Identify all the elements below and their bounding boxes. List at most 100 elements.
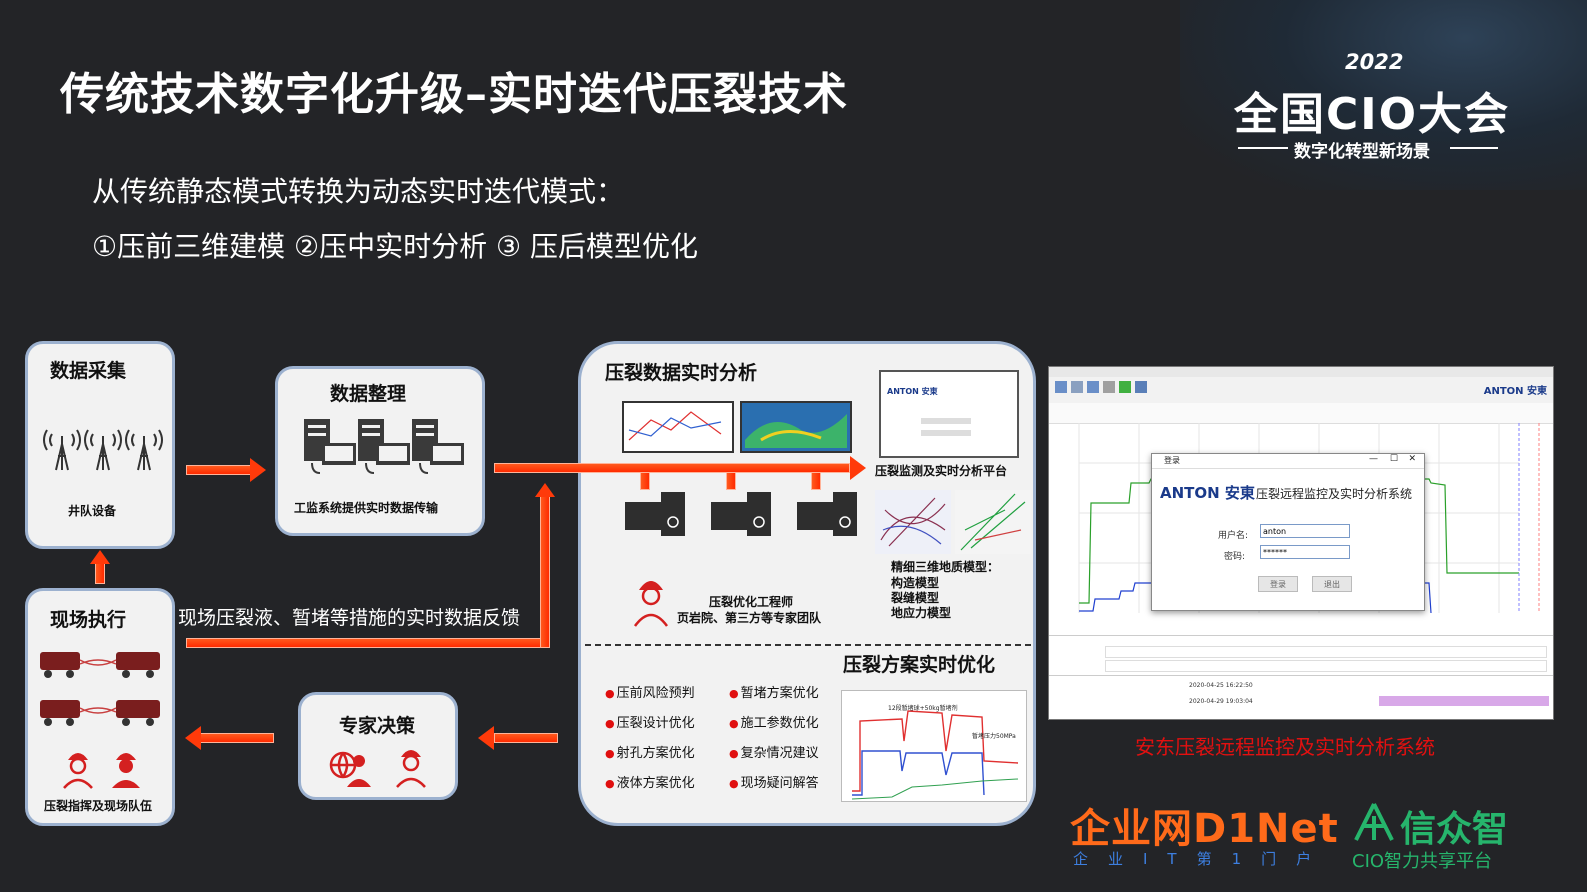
login-brand: ANTON 安東	[1160, 484, 1255, 502]
cio-logo-name: 全国CIO大会	[1234, 89, 1511, 140]
bullet-item: 复杂情况建议	[729, 742, 819, 761]
bullet-item: 现场疑问解答	[729, 772, 819, 791]
window-brand: ANTON 安東	[1483, 386, 1547, 397]
bullet-item: 暂堵方案优化	[729, 682, 819, 701]
data-collection-panel: 数据采集 井队设备	[25, 341, 175, 549]
cio-logo-line-right	[1450, 147, 1498, 149]
field-execution-title: 现场执行	[50, 609, 127, 631]
engineer-label-2: 页岩院、第三方等专家团队	[677, 611, 822, 625]
engineer-label-1: 压裂优化工程师	[709, 595, 794, 609]
arrow-head-left	[185, 726, 201, 750]
field-execution-label: 压裂指挥及现场队伍	[44, 799, 153, 813]
arrow-field-to-collection	[95, 562, 105, 584]
xzz-logo-icon	[1354, 803, 1394, 841]
password-input[interactable]	[1260, 545, 1350, 559]
minimize-icon[interactable]: —	[1369, 454, 1378, 464]
bullet-item: 液体方案优化	[605, 772, 695, 791]
software-caption: 安东压裂远程监控及实时分析系统	[1135, 735, 1435, 759]
feedback-text: 现场压裂液、暂堵等措施的实时数据反馈	[178, 607, 521, 629]
arrow-feedback-up	[540, 496, 550, 648]
username-input[interactable]	[1260, 524, 1350, 538]
exit-button[interactable]: 退出	[1312, 576, 1352, 592]
filter-bar	[1049, 403, 1553, 424]
analysis-panel: 压裂数据实时分析 ANTON 安東 压裂监测及实时分析平台	[578, 341, 1036, 826]
toolbar-icon[interactable]	[1071, 381, 1083, 393]
cio-logo-year: 2022	[1345, 50, 1404, 74]
arrow-drop-workstation	[811, 472, 821, 490]
pressure-chart-svg	[851, 710, 1019, 800]
arrow-head-up	[90, 550, 110, 564]
section-divider	[585, 644, 1031, 646]
monitor-screens-icon	[622, 401, 852, 453]
fracturing-equipment-icon	[40, 652, 160, 726]
login-title: 登录	[1164, 456, 1180, 465]
subtitle-line-1: 从传统静态模式转换为动态实时迭代模式：	[92, 175, 625, 208]
cio-logo-line-left	[1238, 147, 1288, 149]
cio-logo-tagline: 数字化转型新场景	[1294, 142, 1430, 162]
geo-model-item: 构造模型	[891, 576, 940, 590]
xzz-logo-subtitle: CIO智力共享平台	[1352, 851, 1493, 872]
platform-thumbnail: ANTON 安東	[879, 370, 1019, 458]
geo-model-item: 地应力模型	[891, 606, 952, 620]
cio-logo-background	[1180, 0, 1587, 190]
data-collection-label: 井队设备	[68, 504, 117, 518]
arrow-expert-to-field	[200, 733, 274, 743]
arrow-head-left	[478, 726, 494, 750]
username-label: 用户名:	[1218, 531, 1249, 541]
arrow-collection-to-processing	[186, 465, 252, 475]
dinet-logo: 企业网D1Net	[1070, 806, 1339, 852]
geo-model-image	[875, 490, 1031, 554]
xzz-logo: 信众智	[1400, 809, 1509, 850]
field-execution-panel: 现场执行 压裂指挥及现场队伍	[25, 588, 175, 826]
close-icon[interactable]: ✕	[1408, 454, 1416, 464]
optimization-title: 压裂方案实时优化	[843, 654, 996, 676]
subtitle-line-2: ①压前三维建模 ②压中实时分析 ③ 压后模型优化	[92, 230, 699, 263]
toolbar-icon[interactable]	[1119, 381, 1131, 393]
arrow-analysis-to-expert	[494, 733, 558, 743]
time-table: 2020-04-25 16:22:50 2020-04-29 19:03:04	[1049, 675, 1553, 719]
workstation-icon	[625, 492, 857, 536]
tower-icon	[43, 429, 163, 471]
arrow-processing-to-platform	[494, 463, 850, 473]
bullet-item: 射孔方案优化	[605, 742, 695, 761]
parameter-table	[1049, 635, 1553, 676]
geo-model-item: 裂缝模型	[891, 591, 940, 605]
pressure-chart-thumbnail: 12段暂堵球+50kg暂堵剂 暂堵压力50MPa	[841, 690, 1027, 802]
login-titlebar: 登录 — ☐ ✕	[1152, 454, 1424, 469]
engineer-icon	[633, 581, 669, 627]
arrow-head-right	[850, 456, 866, 480]
arrow-head-up	[535, 483, 555, 497]
arrow-drop-workstation	[640, 472, 650, 490]
password-label: 密码:	[1224, 552, 1246, 562]
bullet-item: 压裂设计优化	[605, 712, 695, 731]
login-system-name: 压裂远程监控及实时分析系统	[1256, 487, 1413, 501]
arrow-head-right	[250, 458, 266, 482]
expert-decision-panel: 专家决策	[298, 692, 458, 800]
login-dialog: 登录 — ☐ ✕ ANTON 安東 压裂远程监控及实时分析系统 用户名: 密码:…	[1151, 453, 1425, 611]
geo-model-title: 精细三维地质模型：	[891, 560, 1000, 574]
expert-team-icon	[329, 750, 426, 788]
software-window: ANTON 安東 登录 — ☐ ✕ ANTON 安東 压裂远程监控及实时分析系统…	[1048, 366, 1554, 720]
bullet-item: 压前风险预判	[605, 682, 695, 701]
data-collection-title: 数据采集	[50, 360, 127, 382]
analysis-title: 压裂数据实时分析	[605, 362, 758, 384]
toolbar-icon[interactable]	[1055, 381, 1067, 393]
window-toolbar: ANTON 安東	[1049, 377, 1553, 404]
start-time: 2020-04-25 16:22:50	[1189, 682, 1253, 689]
bullet-item: 施工参数优化	[729, 712, 819, 731]
toolbar-icon[interactable]	[1135, 381, 1147, 393]
maximize-icon[interactable]: ☐	[1389, 454, 1398, 464]
server-computer-icon	[304, 419, 464, 474]
chart-annotation: 暂堵压力50MPa	[972, 733, 1016, 740]
toolbar-icon[interactable]	[1087, 381, 1099, 393]
login-button[interactable]: 登录	[1258, 576, 1298, 592]
arrow-feedback	[186, 638, 550, 648]
expert-decision-title: 专家决策	[339, 715, 416, 737]
platform-thumbnail-brand: ANTON 安東	[887, 387, 938, 396]
arrow-drop-workstation	[726, 472, 736, 490]
data-processing-title: 数据整理	[330, 383, 407, 405]
toolbar-icon[interactable]	[1103, 381, 1115, 393]
platform-label: 压裂监测及实时分析平台	[875, 464, 1008, 478]
page-title: 传统技术数字化升级–实时迭代压裂技术	[60, 69, 848, 120]
chart-annotation: 12段暂堵球+50kg暂堵剂	[888, 705, 958, 712]
